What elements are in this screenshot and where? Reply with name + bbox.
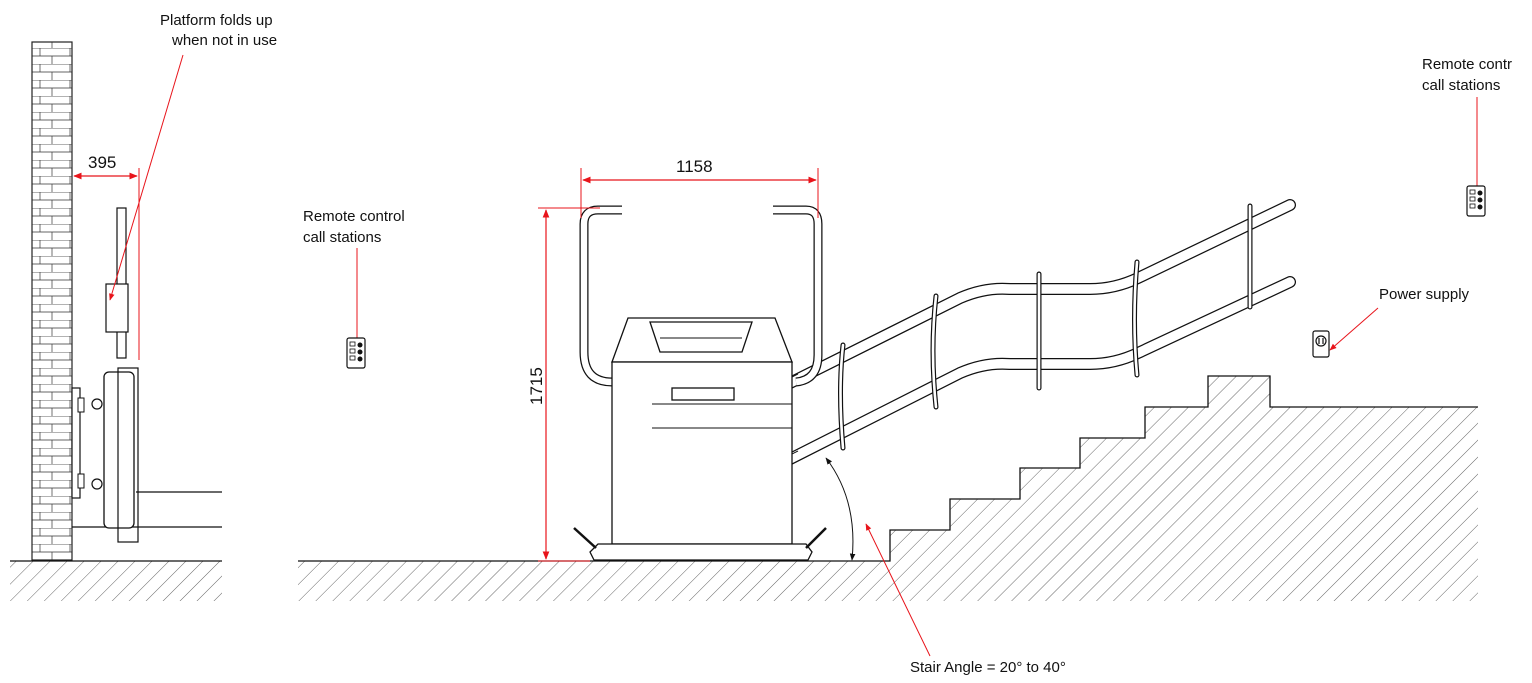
label-stair-angle: Stair Angle = 20° to 40° [910, 659, 1066, 676]
side-view-folded: 395 Platform folds up when not in use [10, 12, 277, 601]
label-platform-folds-line2: when not in use [171, 32, 277, 49]
power-outlet-icon [1312, 330, 1330, 358]
label-remote-left-line2: call stations [303, 229, 381, 246]
label-remote-right-line2: call stations [1422, 77, 1500, 94]
power-supply: Power supply [1312, 286, 1470, 358]
stairlift-carriage [573, 205, 827, 561]
floor-stair-hatch [298, 376, 1478, 601]
dimension-height: 1715 [527, 367, 546, 405]
wall [31, 41, 73, 561]
remote-call-station-right: Remote contr call stations [1422, 56, 1512, 217]
dimension-fold-depth: 395 [88, 153, 116, 172]
remote-call-station-left: Remote control call stations [303, 208, 405, 369]
dimensions-main: 1158 1715 [527, 157, 819, 562]
label-remote-left-line1: Remote control [303, 208, 405, 225]
label-platform-folds-line1: Platform folds up [160, 12, 273, 29]
label-remote-right-line1: Remote contr [1422, 56, 1512, 73]
remote-call-station-icon [346, 337, 366, 369]
dimension-width: 1158 [676, 157, 713, 176]
label-power-supply: Power supply [1379, 286, 1470, 303]
remote-call-station-icon [1466, 185, 1486, 217]
floor-and-stairs [298, 375, 1478, 601]
stair-angle-annotation: Stair Angle = 20° to 40° [825, 457, 1066, 676]
floor-hatch-left [10, 561, 222, 601]
